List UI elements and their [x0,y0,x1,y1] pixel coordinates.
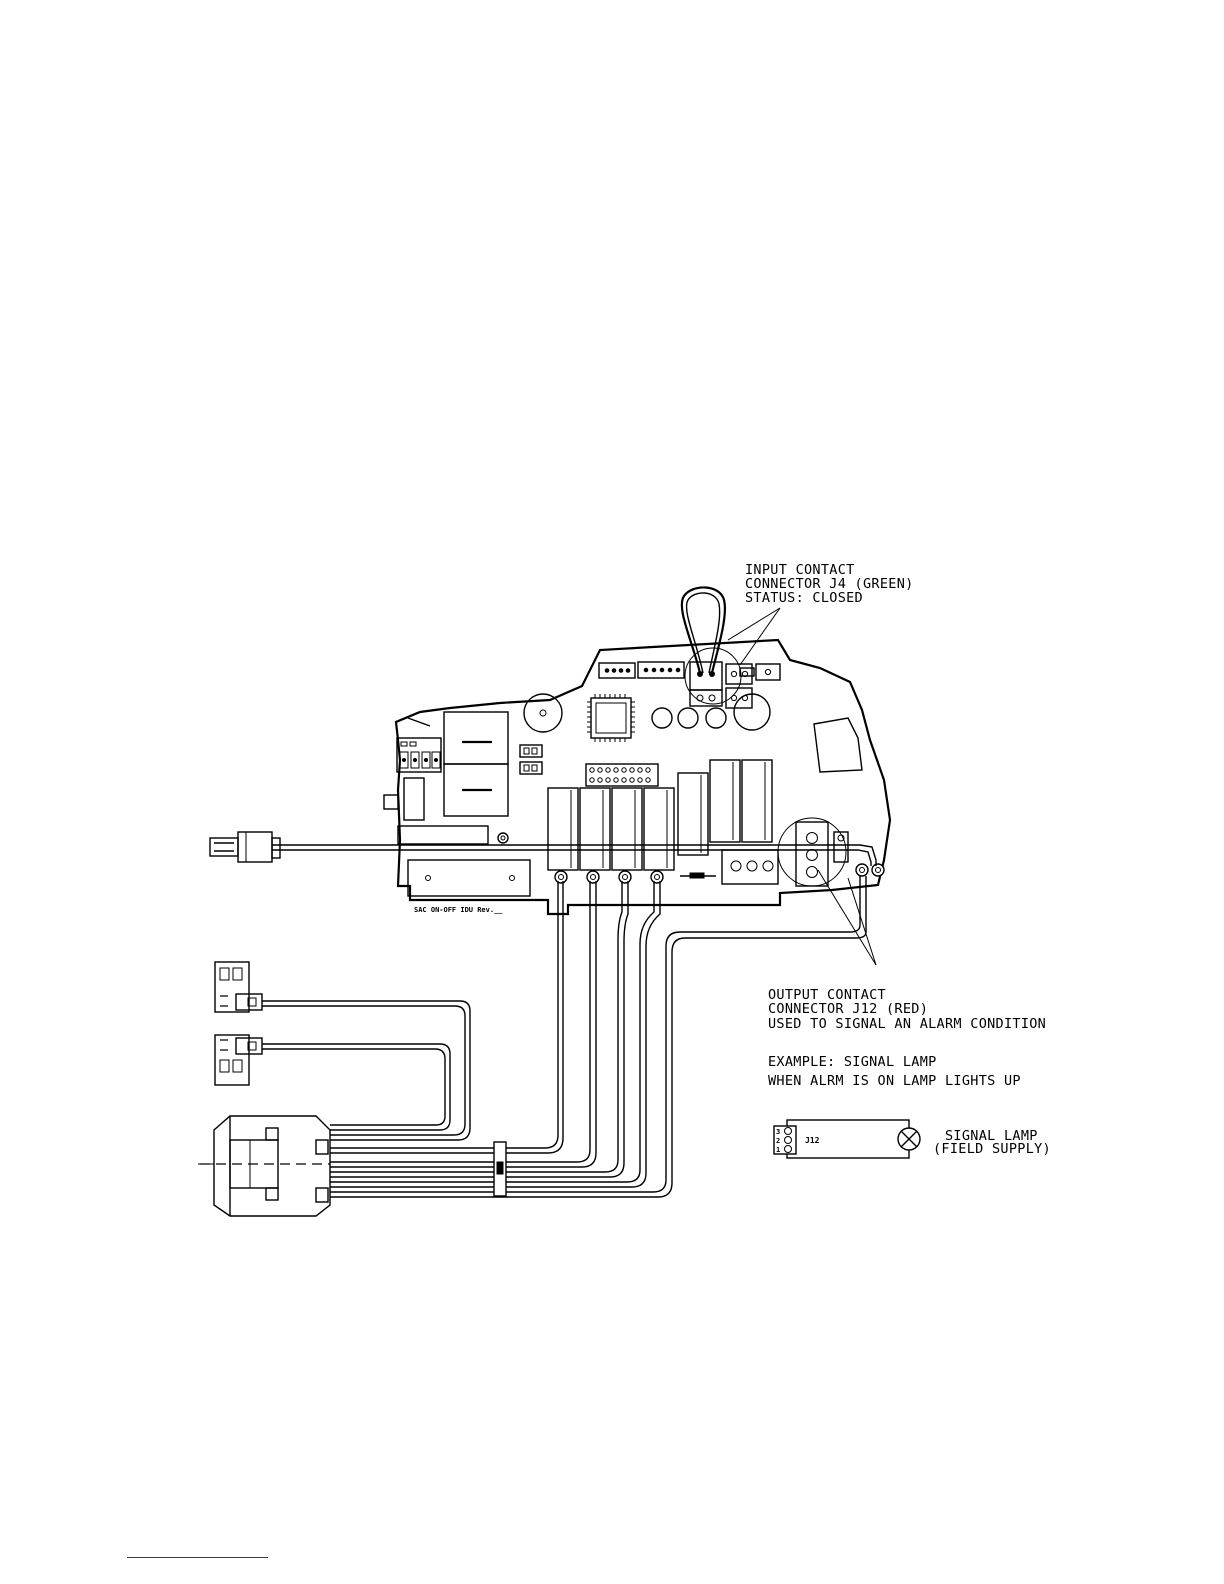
output-leader-lines [818,870,876,965]
pin-3-label: 3 [776,1128,780,1136]
pcb-board: SAC ON-OFF IDU Rev.__ [384,587,890,914]
output-contact-label: OUTPUT CONTACT CONNECTOR J12 (RED) USED … [768,987,1046,1032]
j12-connector [778,818,846,886]
board-silkscreen: SAC ON-OFF IDU Rev.__ [414,906,503,914]
example-line-2: WHEN ALRM IS ON LAMP LIGHTS UP [768,1073,1021,1089]
input-leader-lines [728,608,780,665]
input-contact-label: INPUT CONTACT CONNECTOR J4 (GREEN) STATU… [745,562,914,606]
harness-connector [198,1116,330,1216]
j12-label: J12 [805,1136,820,1145]
input-contact-line-3: STATUS: CLOSED [745,590,863,606]
signal-lamp-schematic: 3 2 1 J12 SIGNAL LAMP (FIELD SUPPLY) [774,1120,1051,1158]
footer-rule [127,1557,268,1558]
j4-connector [690,662,722,706]
spade-connector-lower [215,1035,262,1085]
j4-jumper-loop [682,587,725,673]
example-line-1: EXAMPLE: SIGNAL LAMP [768,1054,937,1070]
signal-lamp-line-2: (FIELD SUPPLY) [933,1141,1051,1157]
output-contact-line-3: USED TO SIGNAL AN ALARM CONDITION [768,1016,1046,1032]
output-contact-line-2: CONNECTOR J12 (RED) [768,1001,928,1017]
two-pin-plug [210,832,280,862]
microcontroller-chip [587,694,635,742]
relay-bank [548,760,772,870]
pin-1-label: 1 [776,1146,780,1154]
spade-connector-upper [215,962,262,1012]
example-label: EXAMPLE: SIGNAL LAMP WHEN ALRM IS ON LAM… [768,1054,1021,1089]
lamp-icon [898,1128,920,1150]
pin-2-label: 2 [776,1137,780,1145]
